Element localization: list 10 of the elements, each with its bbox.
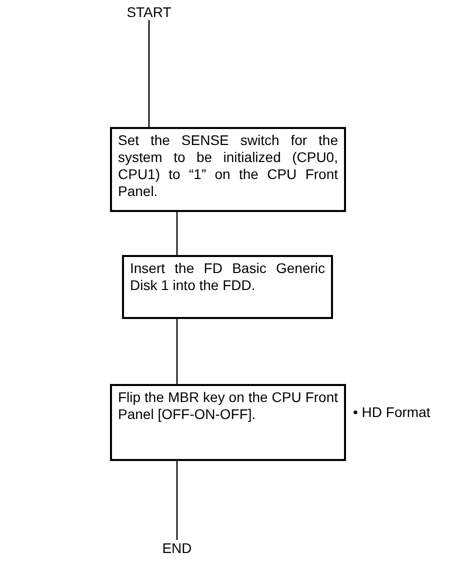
terminal-label: START bbox=[125, 4, 173, 20]
side-note: • HD Format bbox=[353, 404, 430, 421]
terminal-label: END bbox=[153, 540, 201, 556]
connector-line bbox=[148, 20, 150, 127]
connector-line bbox=[176, 461, 178, 540]
process-box: Insert the FD Basic Generic Disk 1 into the FDD. bbox=[122, 255, 333, 319]
process-box: Set the SENSE switch for the system to be initialized (CPU0, CPU1) to “1” on the CPU Front Panel. bbox=[110, 127, 346, 212]
process-box: Flip the MBR key on the CPU Front Panel [OFF-ON-OFF]. bbox=[110, 384, 346, 461]
connector-line bbox=[176, 319, 178, 384]
connector-line bbox=[176, 212, 178, 255]
